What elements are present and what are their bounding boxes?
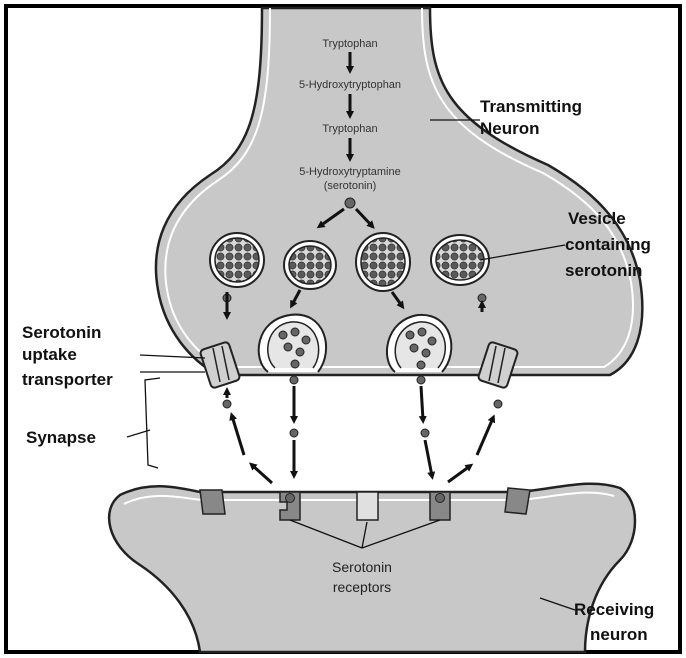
label-uptake-2: uptake bbox=[22, 345, 77, 364]
label-vesicle-2: containing bbox=[565, 235, 651, 254]
label-uptake-3: transporter bbox=[22, 370, 113, 389]
label-receiving-1: Receiving bbox=[574, 600, 654, 619]
vesicle-3 bbox=[361, 238, 405, 286]
label-uptake-1: Serotonin bbox=[22, 323, 101, 342]
pathway-step-4: 5-Hydroxytryptamine bbox=[299, 166, 400, 178]
label-transmitting-1: Transmitting bbox=[480, 97, 582, 116]
label-vesicle-3: serotonin bbox=[565, 261, 642, 280]
vesicle-1 bbox=[215, 238, 259, 282]
pathway-step-1: Tryptophan bbox=[322, 38, 377, 50]
pathway-step-3: Tryptophan bbox=[322, 123, 377, 135]
serotonin-molecule bbox=[345, 198, 355, 208]
receptor-1 bbox=[200, 490, 225, 514]
label-receiving-2: neuron bbox=[590, 625, 648, 644]
label-synapse: Synapse bbox=[26, 428, 96, 447]
label-receptors-1: Serotonin bbox=[332, 559, 392, 575]
label-vesicle-1: Vesicle bbox=[568, 209, 626, 228]
vesicle-4 bbox=[436, 240, 484, 280]
label-transmitting-2: Neuron bbox=[480, 119, 540, 138]
label-receptors-2: receptors bbox=[333, 579, 391, 595]
pathway-step-2: 5-Hydroxytryptophan bbox=[299, 79, 401, 91]
receptor-3 bbox=[357, 492, 378, 520]
bound-serotonin-right bbox=[436, 494, 445, 503]
vesicle-2 bbox=[289, 246, 331, 284]
receptor-5 bbox=[505, 488, 530, 514]
bound-serotonin-left bbox=[286, 494, 295, 503]
pathway-step-4b: (serotonin) bbox=[324, 180, 377, 192]
